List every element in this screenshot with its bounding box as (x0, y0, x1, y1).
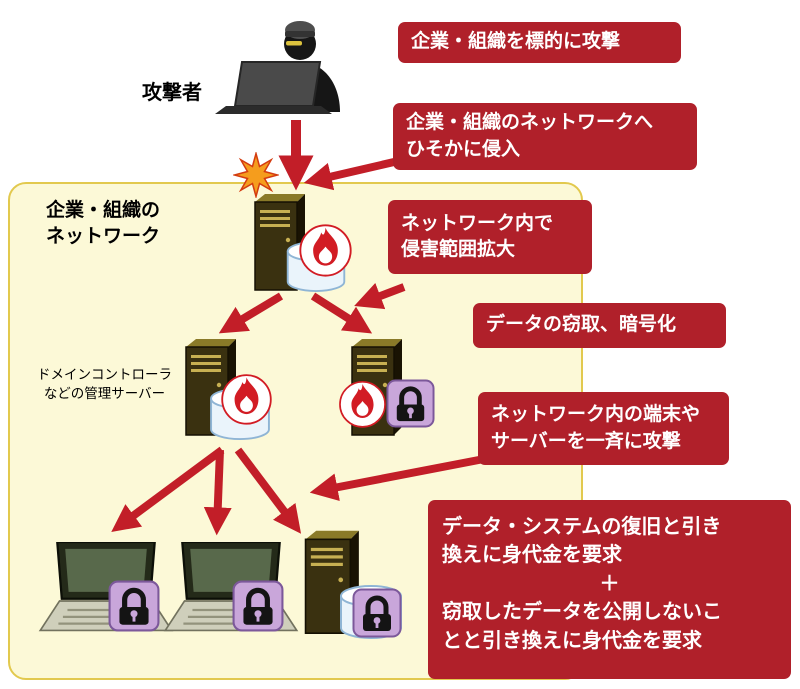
plus-sign: ＋ (599, 572, 620, 595)
domain-controller-label: ドメインコントローラ などの管理サーバー (37, 367, 172, 401)
callout-stealth-intrusion: 企業・組織のネットワークへ ひそかに侵入 (393, 103, 697, 170)
ransom-demand-top: データ・システムの復旧と引き 換えに身代金を要求 (442, 516, 722, 567)
attacker-label: 攻撃者 (142, 82, 202, 104)
network-label: 企業・組織の ネットワーク (45, 200, 160, 247)
callout-mass-attack: ネットワーク内の端末や サーバーを一斉に攻撃 (478, 392, 729, 465)
callout-target-attack: 企業・組織を標的に攻撃 (398, 22, 681, 63)
callout-lateral-movement: ネットワーク内で 侵害範囲拡大 (388, 200, 592, 274)
callout-ransom-demand: データ・システムの復旧と引き 換えに身代金を要求 ＋ 窃取したデータを公開しない… (428, 500, 791, 679)
ransom-demand-bottom: 窃取したデータを公開しないこ とと引き換えに身代金を要求 (442, 601, 722, 652)
callout-data-theft-encryption: データの窃取、暗号化 (473, 303, 726, 348)
attacker-figure-icon (215, 21, 340, 114)
